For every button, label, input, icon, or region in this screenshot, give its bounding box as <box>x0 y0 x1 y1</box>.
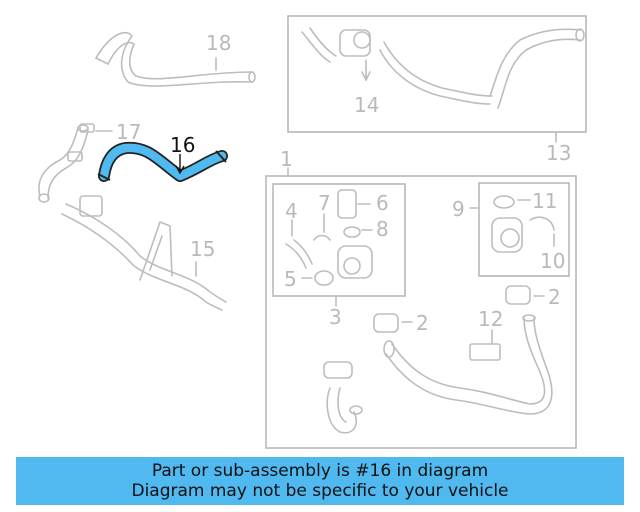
part-14-pipe-assembly <box>301 27 585 109</box>
callout-12: 12 <box>478 307 503 331</box>
part-18-hose <box>95 31 256 87</box>
callout-5: 5 <box>284 267 297 291</box>
assembly-3-box <box>272 183 406 297</box>
callout-6: 6 <box>376 191 389 215</box>
callout-2-upper: 2 <box>548 285 561 309</box>
callout-9: 9 <box>452 197 465 221</box>
callout-8: 8 <box>376 217 389 241</box>
assembly-13-box <box>287 15 587 133</box>
callout-13: 13 <box>546 141 571 165</box>
callout-17: 17 <box>116 120 141 144</box>
parts-10-11-components <box>491 195 555 253</box>
part-16-hose-highlighted <box>97 141 228 182</box>
part-lower-hose-assembly <box>323 314 553 434</box>
callout-14: 14 <box>354 93 379 117</box>
callout-18: 18 <box>206 31 231 55</box>
callout-1: 1 <box>280 147 293 171</box>
notice-banner: Part or sub-assembly is #16 in diagram D… <box>16 457 624 505</box>
part-2-clamps <box>373 285 545 333</box>
assembly-9-box <box>478 182 570 277</box>
part-15-pipe <box>61 195 227 311</box>
callout-2-lower: 2 <box>416 311 429 335</box>
callout-7: 7 <box>318 191 331 215</box>
callout-15: 15 <box>190 237 215 261</box>
banner-line-2: Diagram may not be specific to your vehi… <box>131 481 509 501</box>
banner-line-1: Part or sub-assembly is #16 in diagram <box>151 461 489 481</box>
callout-3: 3 <box>329 305 342 329</box>
parts-4-8-components <box>285 189 373 286</box>
part-17-hose <box>38 123 113 203</box>
callout-16: 16 <box>170 133 195 157</box>
callout-11: 11 <box>532 189 557 213</box>
callout-4: 4 <box>285 199 298 223</box>
assembly-1-box <box>265 175 577 449</box>
callout-10: 10 <box>540 249 565 273</box>
